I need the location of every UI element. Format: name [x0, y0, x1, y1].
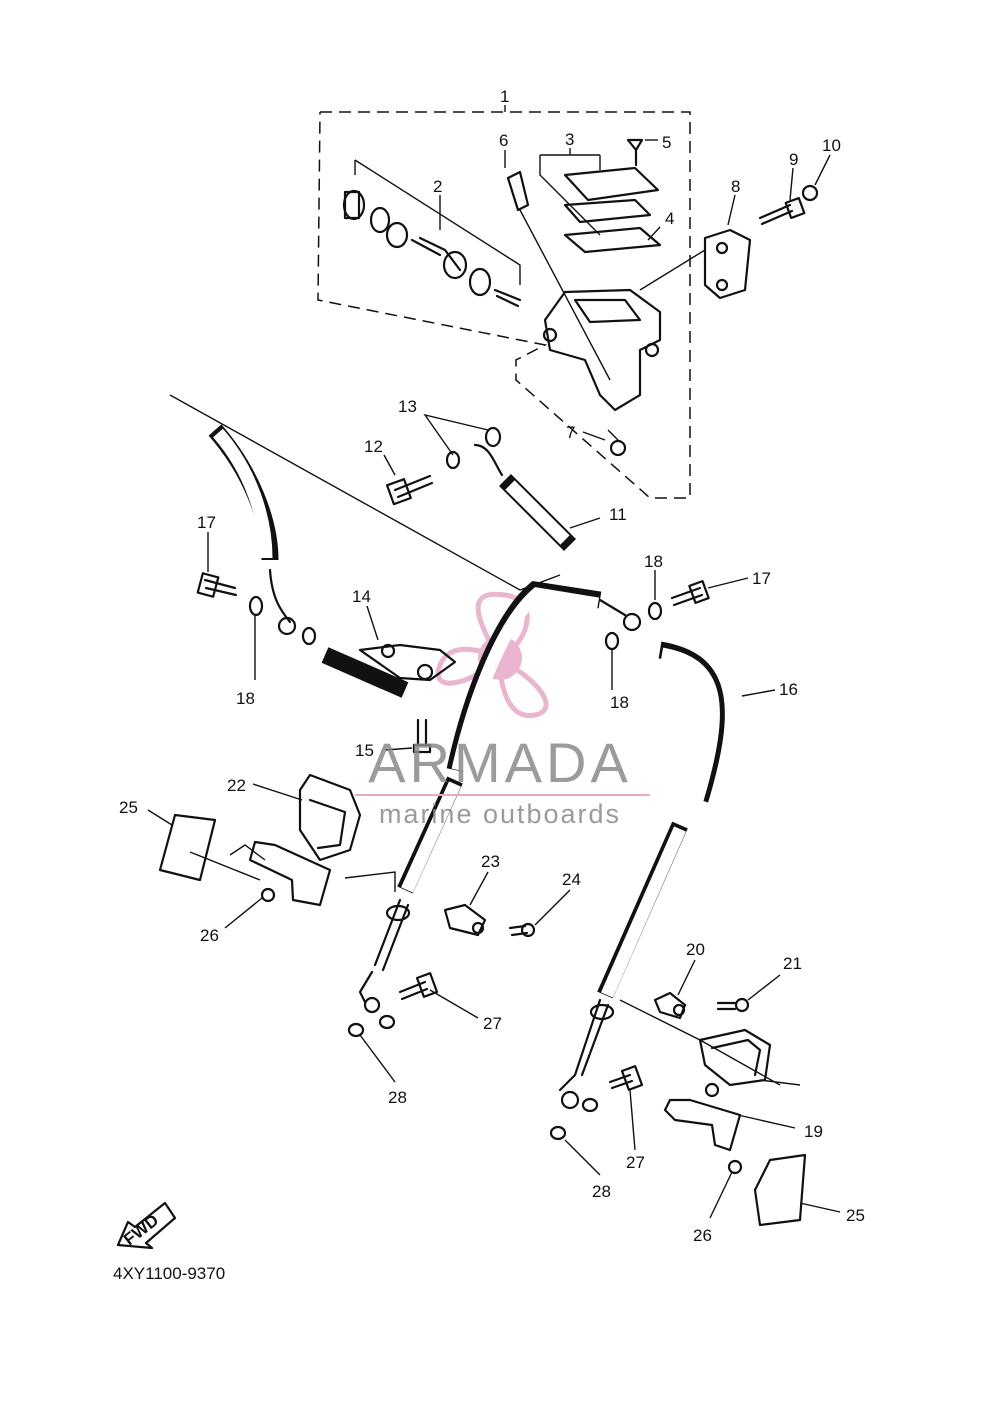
callout-4: 4 — [665, 209, 674, 228]
callout-14: 14 — [352, 587, 371, 606]
callout-9: 9 — [789, 150, 798, 169]
callout-25-right: 25 — [846, 1206, 865, 1225]
callout-23: 23 — [481, 852, 500, 871]
callout-15: 15 — [355, 741, 374, 760]
left-bracket-group — [158, 773, 396, 907]
master-cylinder-assembly — [317, 105, 819, 499]
callout-6: 6 — [499, 131, 508, 150]
fwd-label: FWD — [120, 1210, 162, 1249]
callout-18-right: 18 — [610, 693, 629, 712]
callout-7: 7 — [566, 423, 575, 442]
callout-11: 11 — [609, 505, 627, 524]
callout-18-top: 18 — [644, 552, 663, 571]
union-bolts-left — [347, 972, 439, 1038]
three-way-joint — [196, 572, 710, 754]
diagram-code: 4XY1100-9370 — [113, 1264, 225, 1283]
callout-3: 3 — [565, 130, 574, 149]
hose-clamp-23 — [385, 903, 536, 938]
callout-17-left: 17 — [197, 513, 216, 532]
callout-27-right: 27 — [626, 1153, 645, 1172]
callout-24: 24 — [562, 870, 581, 889]
callout-19: 19 — [804, 1122, 823, 1141]
callout-16: 16 — [779, 680, 798, 699]
callout-8: 8 — [731, 177, 740, 196]
callout-17-right: 17 — [752, 569, 771, 588]
callout-28-left: 28 — [388, 1088, 407, 1107]
callout-20: 20 — [686, 940, 705, 959]
callout-25-left: 25 — [119, 798, 138, 817]
brake-hoses — [358, 581, 725, 1110]
callout-26-left: 26 — [200, 926, 219, 945]
right-bracket-group — [549, 991, 807, 1227]
callout-12: 12 — [364, 437, 383, 456]
upper-hose-assembly — [169, 394, 577, 636]
callout-2: 2 — [433, 177, 442, 196]
callout-18-left: 18 — [236, 689, 255, 708]
callout-13: 13 — [398, 397, 417, 416]
callout-10: 10 — [822, 136, 841, 155]
leader-lines — [147, 139, 841, 1219]
callout-26-right: 26 — [693, 1226, 712, 1245]
callout-27-left: 27 — [483, 1014, 502, 1033]
callout-22: 22 — [227, 776, 246, 795]
forward-arrow-icon: FWD — [116, 1201, 177, 1249]
callout-1: 1 — [500, 87, 509, 106]
callout-21: 21 — [783, 954, 802, 973]
watermark-title: ARMADA — [368, 731, 632, 794]
callout-numbers: 1 2 3 4 5 6 7 8 9 10 11 12 13 14 15 16 1… — [119, 87, 865, 1245]
callout-5: 5 — [662, 133, 671, 152]
watermark-subtitle: marine outboards — [379, 799, 621, 829]
callout-28-right: 28 — [592, 1182, 611, 1201]
